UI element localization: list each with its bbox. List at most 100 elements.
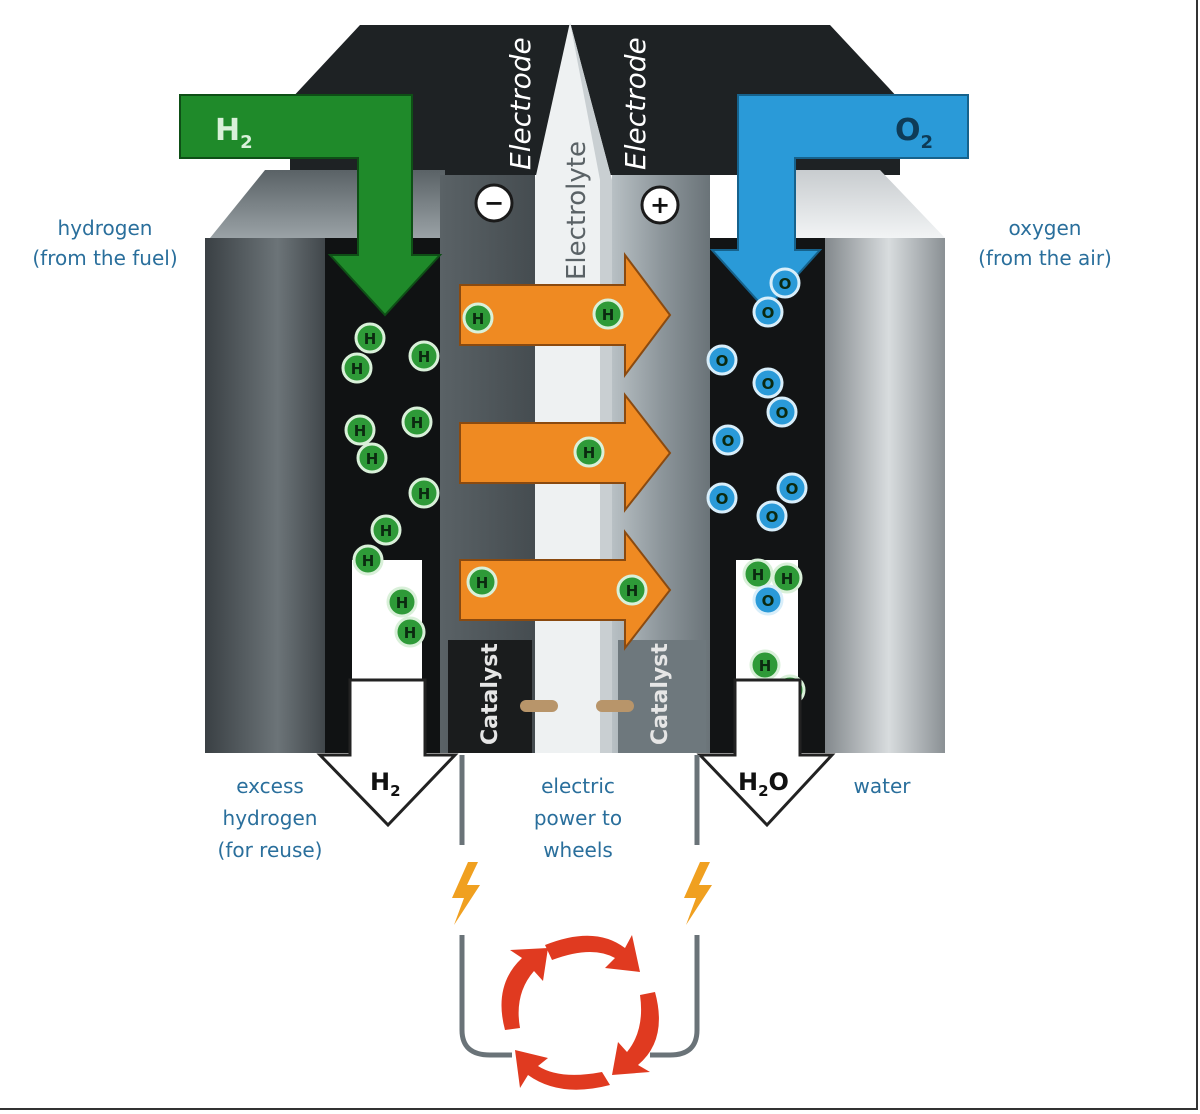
hydrogen-atom: H — [771, 562, 803, 594]
lightning-icon — [684, 862, 712, 925]
oxygen-label-line2: (from the air) — [978, 246, 1112, 270]
hydrogen-atom: H — [386, 586, 418, 618]
svg-text:O: O — [766, 508, 779, 526]
right-end-plate-top — [760, 170, 945, 238]
svg-text:O: O — [762, 592, 775, 610]
hydrogen-atom: H — [749, 649, 781, 681]
oxygen-atom: O — [756, 500, 788, 532]
hydrogen-atom: H — [401, 406, 433, 438]
svg-text:H: H — [626, 582, 639, 600]
connector-right — [596, 700, 634, 712]
lightning-icon — [452, 862, 480, 925]
catalyst-left-label: Catalyst — [478, 643, 503, 745]
svg-text:H: H — [411, 414, 424, 432]
svg-text:O: O — [776, 404, 789, 422]
power-label-line2: power to — [534, 806, 622, 830]
svg-text:O: O — [779, 275, 792, 293]
hydrogen-atom: H — [573, 436, 605, 468]
oxygen-atom: O — [752, 584, 784, 616]
svg-text:H: H — [583, 444, 596, 462]
svg-text:O: O — [786, 480, 799, 498]
excess-label-line3: (for reuse) — [218, 838, 323, 862]
power-label-line1: electric — [541, 774, 615, 798]
hydrogen-label-line2: (from the fuel) — [32, 246, 177, 270]
hydrogen-atom: H — [408, 340, 440, 372]
proton-arrow-2 — [459, 392, 672, 513]
svg-text:H: H — [759, 657, 772, 675]
hydrogen-atom: H — [356, 442, 388, 474]
electrode-right-label: Electrode — [619, 37, 652, 170]
svg-text:O: O — [722, 432, 735, 450]
hydrogen-label-line1: hydrogen — [58, 216, 153, 240]
proton-arrow-3 — [459, 529, 672, 651]
hydrogen-atom: H — [344, 414, 376, 446]
hydrogen-atom: H — [354, 322, 386, 354]
hydrogen-atoms: HHHHHHHHHHHHHHHHHHHH — [341, 298, 806, 706]
svg-text:H: H — [476, 574, 489, 592]
svg-text:O: O — [762, 375, 775, 393]
hydrogen-atom: H — [592, 298, 624, 330]
svg-text:H: H — [781, 570, 794, 588]
anode-sign: − — [474, 183, 514, 223]
hydrogen-atom: H — [466, 566, 498, 598]
excess-label-line1: excess — [236, 774, 304, 798]
right-end-plate — [820, 238, 945, 753]
svg-text:O: O — [716, 490, 729, 508]
svg-text:H: H — [418, 348, 431, 366]
svg-text:H: H — [380, 522, 393, 540]
water-outlet-arrow — [696, 678, 836, 828]
svg-text:−: − — [484, 189, 504, 217]
svg-text:O: O — [762, 304, 775, 322]
oxygen-atom: O — [766, 396, 798, 428]
h2-outlet-label: H2 — [370, 768, 401, 800]
svg-text:O: O — [716, 352, 729, 370]
oxygen-atom: O — [712, 424, 744, 456]
svg-text:H: H — [351, 360, 364, 378]
h2-inlet-label: H2 — [215, 113, 253, 153]
catalyst-right-label: Catalyst — [648, 643, 673, 745]
excess-label-line2: hydrogen — [223, 806, 318, 830]
svg-text:H: H — [354, 422, 367, 440]
hydrogen-atom: H — [352, 544, 384, 576]
anode-catalyst-band — [448, 640, 532, 753]
svg-text:H: H — [396, 594, 409, 612]
circuit-wire — [459, 755, 700, 1058]
cathode-sign: + — [640, 185, 680, 225]
water-label: water — [854, 774, 912, 798]
hydrogen-inlet-arrow — [179, 94, 443, 317]
hydrogen-atom: H — [394, 616, 426, 648]
cathode-catalyst-band — [618, 640, 706, 753]
proton-arrow-1 — [459, 252, 672, 378]
oxygen-atom: O — [776, 472, 808, 504]
hydrogen-atom: H — [742, 558, 774, 590]
oxygen-atom: O — [769, 267, 801, 299]
svg-text:H: H — [362, 552, 375, 570]
hydrogen-outlet-arrow — [316, 678, 459, 828]
svg-text:+: + — [650, 191, 670, 219]
hydrogen-atom: H — [616, 574, 648, 606]
hydrogen-atom: H — [370, 514, 402, 546]
electrolyte-label: Electrolyte — [562, 141, 592, 280]
svg-text:H: H — [472, 310, 485, 328]
svg-text:H: H — [602, 306, 615, 324]
oxygen-atom: O — [752, 367, 784, 399]
oxygen-atom: O — [752, 296, 784, 328]
o2-inlet-label: O2 — [895, 113, 933, 153]
svg-text:H: H — [418, 485, 431, 503]
oxygen-atom: O — [706, 344, 738, 376]
power-label-line3: wheels — [543, 838, 613, 862]
svg-text:H: H — [404, 624, 417, 642]
electrode-left-label: Electrode — [504, 37, 537, 170]
hydrogen-atom: H — [408, 477, 440, 509]
hydrogen-atom: H — [341, 352, 373, 384]
svg-text:H: H — [366, 450, 379, 468]
svg-text:H: H — [364, 330, 377, 348]
connector-left — [520, 700, 558, 712]
cycle-arrows-icon — [501, 935, 659, 1090]
svg-text:H: H — [752, 566, 765, 584]
hydrogen-atom: H — [462, 302, 494, 334]
h2o-outlet-label: H2O — [738, 768, 789, 800]
oxygen-atom: O — [706, 482, 738, 514]
